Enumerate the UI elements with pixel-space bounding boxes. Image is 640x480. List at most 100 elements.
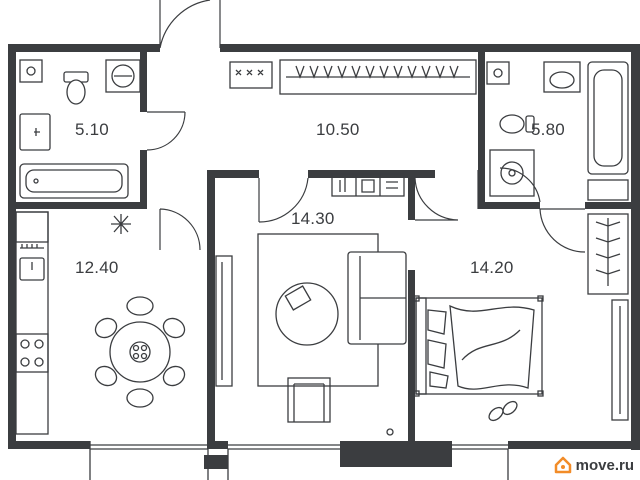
ventilation-star <box>111 214 131 234</box>
blanket <box>449 304 535 390</box>
coffee-table <box>275 282 339 346</box>
bedroom-fixtures <box>413 213 629 422</box>
bed-post-3 <box>413 390 420 397</box>
shoe-rack <box>229 61 273 89</box>
wall-bath-left-right <box>140 52 147 112</box>
bedroom-wardrobe <box>587 213 629 295</box>
wall-left <box>8 44 16 449</box>
area-hallway: 10.50 <box>316 120 360 139</box>
living-room-fixtures <box>215 173 407 436</box>
area-bathroom-left: 5.10 <box>75 120 109 139</box>
bathroom-left-fixtures <box>19 59 141 199</box>
window-bedroom <box>452 444 509 480</box>
washing-machine-drum <box>111 64 135 88</box>
kitchen-sink <box>19 257 45 281</box>
centerpiece-dot-2 <box>140 344 148 352</box>
shelf-dividers <box>355 174 381 196</box>
wall-living-top <box>207 170 259 178</box>
bedroom-door <box>414 177 459 221</box>
armchair-back <box>293 383 325 422</box>
stove-burner-4 <box>34 357 44 367</box>
bath-right-shelf <box>587 179 629 201</box>
wall-bath-right-left <box>478 52 485 202</box>
wall-bedroom-left-top <box>415 170 435 178</box>
wall-bath-left-bottom <box>8 202 140 209</box>
living-door <box>258 177 309 223</box>
area-living-room: 14.30 <box>291 209 335 228</box>
bedroom-closet-door <box>539 208 586 253</box>
watermark-text: move.ru <box>575 456 634 474</box>
wall-bottom-bedroom <box>508 441 640 449</box>
wardrobe-hangers <box>295 65 459 79</box>
entrance-door <box>159 0 221 49</box>
wall-bath-left-right-low <box>140 150 147 209</box>
bath-right-cabinet <box>486 61 510 85</box>
kitchen-hood-marks <box>20 244 44 249</box>
pillows <box>427 309 449 389</box>
chair-right-bottom <box>162 365 186 387</box>
bed-post-4 <box>537 390 544 397</box>
table-centerpiece <box>129 341 151 363</box>
armchair <box>287 377 331 423</box>
slipper-1 <box>488 406 504 422</box>
sink-left <box>19 113 51 151</box>
shelf-books <box>339 178 398 193</box>
washing-machine-right-drum <box>500 161 524 185</box>
dining-table <box>109 321 171 383</box>
chair-left-top <box>94 317 118 339</box>
bed <box>415 297 543 395</box>
windows <box>89 441 509 480</box>
chair-top <box>126 296 154 316</box>
centerpiece-dot-3 <box>132 352 140 360</box>
wall-bath-right-bottom <box>478 202 540 209</box>
window-living <box>227 444 340 480</box>
kitchen-fixtures <box>15 211 186 435</box>
wall-top-right <box>220 44 640 52</box>
house-icon <box>554 456 571 474</box>
bath-left-cabinet-knob <box>26 66 36 76</box>
wall-bath-right-bottom2 <box>585 202 640 209</box>
bathtub-right <box>587 61 629 175</box>
kitchen-cabinet-top <box>15 211 49 243</box>
bathtub-left-inner <box>25 169 123 193</box>
stove-burner-1 <box>20 339 30 349</box>
wall-living-left <box>207 170 215 449</box>
area-bedroom: 14.20 <box>470 258 514 277</box>
bath-left-door <box>146 111 186 151</box>
bathroom-right-fixtures <box>486 61 629 201</box>
bedroom-wardrobe-hangers <box>595 218 621 286</box>
hallway-fixtures <box>229 59 477 95</box>
wall-bottom-kitchen <box>8 441 90 449</box>
shoe-rack-pattern <box>235 69 264 76</box>
bed-headboard <box>415 297 427 395</box>
bathtub-left <box>19 163 129 199</box>
stove-burner-2 <box>34 339 44 349</box>
living-socket <box>386 428 394 436</box>
toilet-tank-right <box>525 115 535 133</box>
bedroom-window-panel <box>611 299 629 421</box>
wall-living-right <box>408 170 415 220</box>
bath-left-cabinet <box>19 59 43 83</box>
dining-set <box>94 296 186 408</box>
kitchen-door <box>159 208 201 251</box>
sofa-cushions <box>359 256 406 340</box>
stove-burner-3 <box>20 357 30 367</box>
area-bathroom-right: 5.80 <box>531 120 565 139</box>
washing-machine-right <box>489 149 535 197</box>
bath-right-cabinet-knob <box>493 68 503 78</box>
toilet-bowl-right <box>499 114 525 134</box>
watermark[interactable]: move.ru <box>554 454 634 476</box>
tv-panel <box>215 255 233 387</box>
bed-post-1 <box>413 295 420 302</box>
wall-top-left <box>8 44 160 52</box>
bath-right-door <box>477 167 541 209</box>
bed-post-2 <box>537 295 544 302</box>
sink-right-basin <box>549 71 575 89</box>
wall-bottom-living <box>340 441 452 467</box>
washing-machine-left <box>105 59 141 93</box>
wall-living-right-low <box>408 270 415 449</box>
wall-right <box>631 44 640 450</box>
coffee-table-item <box>284 285 312 311</box>
